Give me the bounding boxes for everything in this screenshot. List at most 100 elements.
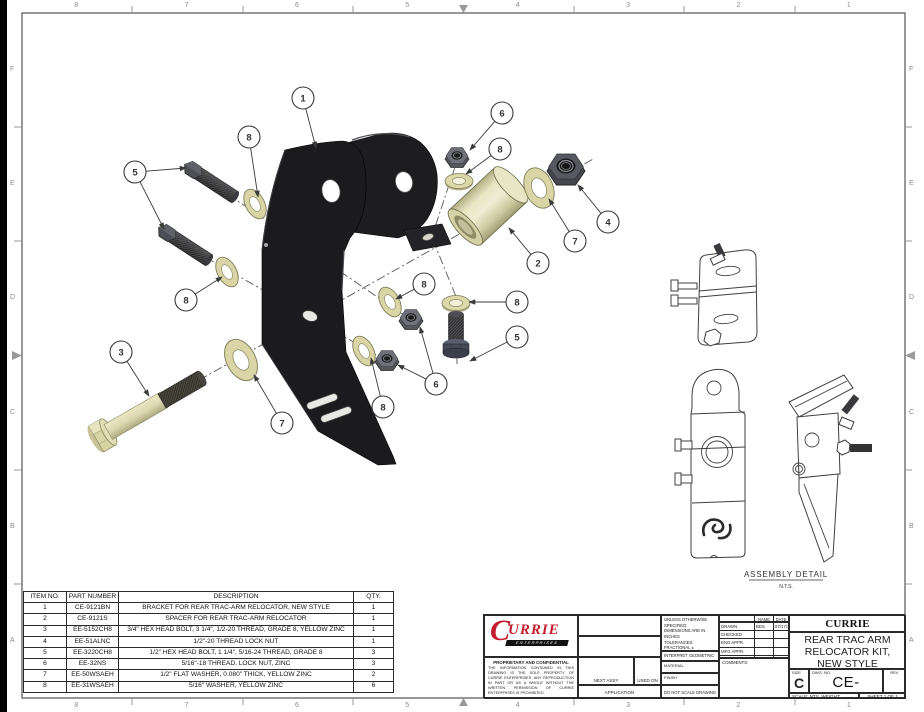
table-cell: EE-31WSAEH xyxy=(66,680,119,693)
table-cell: 1/2"-20 THREAD LOCK NUT xyxy=(118,635,354,648)
leader-line xyxy=(139,181,165,230)
balloon-number: 8 xyxy=(497,145,502,156)
unless-label: UNLESS OTHERWISE SPECIFIED: xyxy=(664,617,708,628)
detail-side-view xyxy=(788,374,872,563)
detail-front-view xyxy=(674,368,746,559)
table-cell: 3/4" HEX HEAD BOLT, 3 1/4", 1/2-20 THREA… xyxy=(118,624,354,637)
finish-label: FINISH xyxy=(664,675,678,680)
part-bolt-12-long xyxy=(87,370,207,453)
zone-label: B xyxy=(909,522,914,530)
zone-label: 8 xyxy=(74,2,79,9)
balloon xyxy=(563,229,587,253)
balloon-number: 8 xyxy=(514,298,519,309)
balloon xyxy=(109,340,133,364)
sign-row: MFG APPR. xyxy=(720,646,788,655)
proprietary-body: THE INFORMATION CONTAINED IN THIS DRAWIN… xyxy=(488,666,574,695)
table-cell: 1/2" HEX HEAD BOLT, 1 1/4", 5/16-24 THRE… xyxy=(118,646,354,660)
table-cell: 1/2" FLAT WASHER, 0.080" THICK, YELLOW Z… xyxy=(118,669,354,682)
balloon-number: 1 xyxy=(300,94,306,105)
assembly-detail-views: ASSEMBLY DETAIL N.T.S. xyxy=(670,242,872,590)
balloon-number: 5 xyxy=(514,333,520,344)
drawing-title-cell: REAR TRAC ARM RELOCATOR KIT, NEW STYLE xyxy=(789,632,906,669)
zone-label: 2 xyxy=(736,2,741,9)
zone-label: 3 xyxy=(626,702,630,709)
sheet-cell: SHEET 1 OF 1 xyxy=(859,693,906,699)
balloon xyxy=(123,160,147,184)
drawing-title-line3: NEW STYLE xyxy=(817,658,878,669)
balloon xyxy=(424,372,448,396)
dwg-no-value: CE-9121N xyxy=(823,674,869,693)
balloon xyxy=(174,288,198,312)
table-cell: EE-3220CH8 xyxy=(66,646,119,660)
leader-line xyxy=(195,276,223,295)
size-cell: SIZE C xyxy=(789,669,809,693)
zone-center-arrows xyxy=(12,5,915,706)
table-cell: 5 xyxy=(23,646,67,660)
bom-header: QTY. xyxy=(353,590,394,604)
part-washer-516-f xyxy=(444,173,474,191)
leader-line xyxy=(253,374,277,414)
part-spacer xyxy=(447,166,529,246)
logo-urrie: URRIE xyxy=(508,622,560,638)
zone-label: 8 xyxy=(74,702,79,709)
leader-line xyxy=(305,108,318,149)
scale-cell: SCALE: NTS WEIGHT: xyxy=(789,693,859,699)
part-locknut-516-mid xyxy=(398,309,424,330)
balloon xyxy=(526,251,550,275)
part-washer-516-a xyxy=(243,188,267,220)
sign-row: CHECKED xyxy=(720,630,788,639)
balloon-number: 6 xyxy=(499,109,504,120)
balloon xyxy=(505,325,529,349)
logo-banner: ENTERPRISES xyxy=(505,640,569,646)
table-cell: 4 xyxy=(23,635,67,648)
balloon xyxy=(270,411,294,435)
scale-value: SCALE: NTS xyxy=(792,694,819,699)
zone-label: 1 xyxy=(846,2,851,9)
zone-label: 2 xyxy=(736,702,741,709)
table-cell: 6 xyxy=(353,680,394,693)
leader-line xyxy=(465,155,492,175)
balloon-number: 5 xyxy=(132,168,138,179)
application-label: APPLICATION xyxy=(604,690,635,695)
proprietary-note: PROPRIETARY AND CONFIDENTIAL THE INFORMA… xyxy=(484,657,578,699)
table-cell: EE-51ALNC xyxy=(66,635,119,648)
part-locknut-516-top xyxy=(444,147,470,168)
balloon xyxy=(371,395,395,419)
drawing-title-line1: REAR TRAC ARM xyxy=(804,634,891,646)
comments-label: COMMENTS: xyxy=(722,660,749,665)
leader-line xyxy=(469,121,496,151)
zone-label: 6 xyxy=(294,702,299,709)
table-cell: CE-9121S xyxy=(66,613,119,626)
table-cell: 1 xyxy=(353,602,394,615)
part-bolt-516-vertical xyxy=(442,311,470,359)
balloon-number: 8 xyxy=(246,133,251,144)
table-cell: 2 xyxy=(353,669,394,682)
weight-label: WEIGHT: xyxy=(821,694,841,699)
do-not-scale-cell: DO NOT SCALE DRAWING xyxy=(661,685,719,699)
balloon xyxy=(412,272,436,296)
part-washer-12-left xyxy=(224,338,258,382)
part-washer-516-e xyxy=(441,295,471,313)
material-cell: MATERIAL xyxy=(661,661,719,673)
drawing-title-line2: RELOCATOR KIT, xyxy=(804,646,891,658)
zone-label: B xyxy=(10,522,15,530)
table-cell: 1 xyxy=(353,624,394,637)
part-washer-516-d xyxy=(352,335,376,367)
company-name: CURRIE ENTERPRISES xyxy=(825,618,870,630)
finish-cell: FINISH xyxy=(661,673,719,685)
material-label: MATERIAL xyxy=(664,663,684,668)
dwg-no-cell: DWG. NO. CE-9121N xyxy=(809,669,883,693)
balloon xyxy=(237,125,261,149)
